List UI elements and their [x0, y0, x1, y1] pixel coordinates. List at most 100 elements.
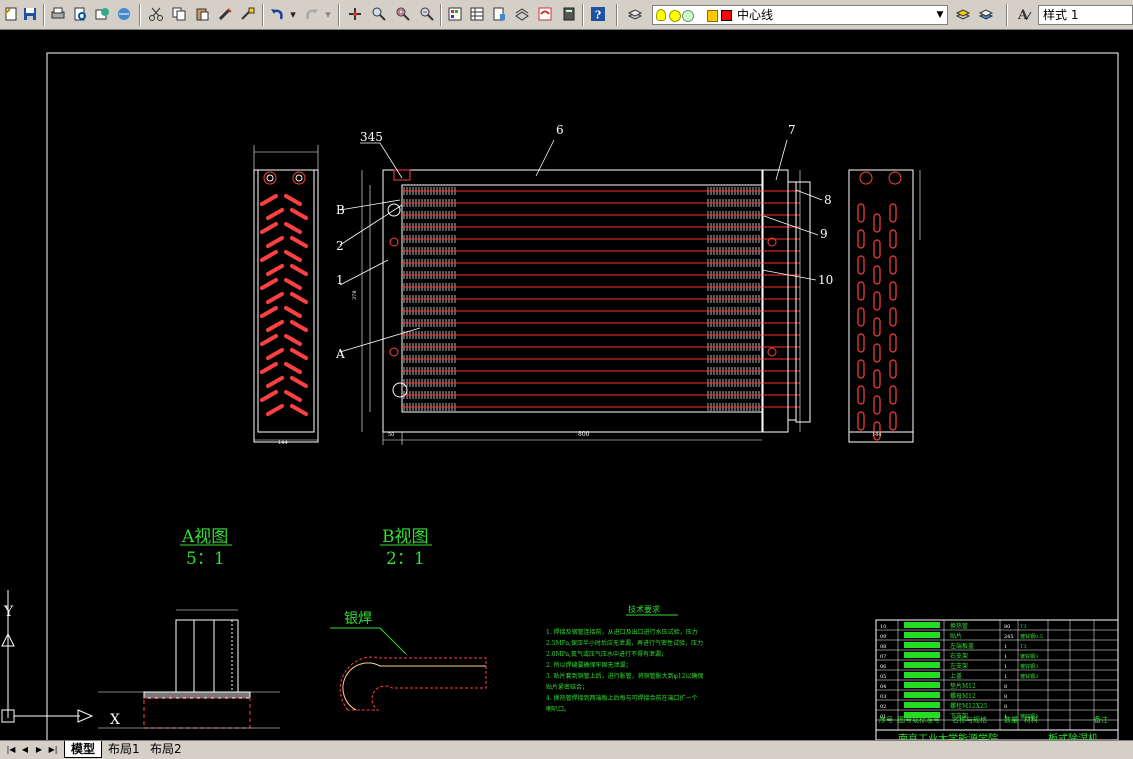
row-number: 02: [880, 704, 886, 710]
copy-icon[interactable]: [170, 5, 188, 23]
row-qty: 80: [1004, 624, 1010, 630]
toolbar-separator: [582, 4, 584, 26]
tool-palettes-icon[interactable]: [490, 5, 508, 23]
row-material: 镀锌钢0.5: [1020, 633, 1043, 640]
first-tab-icon[interactable]: |◀: [6, 745, 16, 754]
last-tab-icon[interactable]: ▶|: [48, 745, 58, 754]
help-icon[interactable]: ?: [589, 5, 607, 23]
row-fill: [904, 642, 940, 648]
slot: [857, 203, 865, 223]
zoom-realtime-icon[interactable]: [370, 5, 388, 23]
plot-icon[interactable]: [115, 5, 133, 23]
undo-icon[interactable]: [268, 5, 286, 23]
slot: [857, 333, 865, 353]
slot: [260, 390, 278, 402]
toolbar-separator: [338, 4, 340, 26]
undo-dropdown-icon[interactable]: ▾: [290, 7, 296, 21]
svg-text:A: A: [1017, 8, 1029, 22]
left-side-view: 144: [253, 145, 319, 446]
slot: [266, 348, 284, 360]
row-material: T3: [1020, 624, 1027, 630]
row-number: 05: [880, 674, 886, 680]
block-editor-icon[interactable]: [239, 5, 257, 23]
lightbulb-on-icon[interactable]: [656, 9, 666, 21]
weld-detail: 银焊: [330, 611, 487, 711]
slot: [284, 278, 302, 290]
callout-10: 10: [818, 273, 833, 287]
redo-icon[interactable]: [303, 5, 321, 23]
view-b-title: B视图: [382, 527, 429, 547]
slot: [857, 281, 865, 301]
row-fill: [904, 672, 940, 678]
slot: [260, 306, 278, 318]
markup-icon[interactable]: [536, 5, 554, 23]
row-fill: [904, 682, 940, 688]
zoom-window-icon[interactable]: [394, 5, 412, 23]
slot: [290, 348, 308, 360]
toolbar-separator: [43, 4, 45, 26]
tech-req-line: 2.5MPa,保压半小时后应无泄漏，再进行气密性试验，压力: [546, 639, 703, 647]
publish-icon[interactable]: [93, 5, 111, 23]
sheet-set-icon[interactable]: [513, 5, 531, 23]
redo-dropdown-icon[interactable]: ▾: [325, 7, 331, 21]
row-fill: [904, 652, 940, 658]
tab-layout1[interactable]: 布局1: [108, 742, 140, 756]
slot: [284, 194, 302, 206]
layer-previous-icon[interactable]: [977, 5, 995, 23]
calculator-icon[interactable]: [560, 5, 578, 23]
slot: [889, 281, 897, 301]
sun-freeze-icon[interactable]: [669, 10, 681, 22]
view-a-detail: [98, 609, 280, 729]
prev-tab-icon[interactable]: ◀: [21, 745, 29, 754]
row-fill: [904, 702, 940, 708]
slot: [266, 404, 284, 416]
row-number: 07: [880, 654, 886, 660]
slot: [873, 343, 881, 363]
model-space-canvas[interactable]: 144 800 50 378: [0, 30, 1133, 740]
tab-model[interactable]: 模型: [64, 741, 103, 758]
view-b-scale: 2：1: [386, 549, 425, 569]
header-cell: 图号或标准号: [898, 715, 940, 724]
text-style-dropdown[interactable]: 样式 1: [1038, 5, 1133, 25]
print-icon[interactable]: [49, 5, 67, 23]
pan-icon[interactable]: [346, 5, 364, 23]
row-number: 03: [880, 694, 886, 700]
match-properties-icon[interactable]: [216, 5, 234, 23]
chevron-down-icon[interactable]: ▼: [936, 10, 944, 20]
slot: [266, 236, 284, 248]
tab-layout2[interactable]: 布局2: [150, 742, 182, 756]
layer-manager-icon[interactable]: [626, 5, 644, 23]
print-preview-icon[interactable]: [71, 5, 89, 23]
save-icon[interactable]: [21, 5, 39, 23]
layer-dropdown[interactable]: 中心线 ▼: [652, 5, 948, 25]
make-object-layer-current-icon[interactable]: [954, 5, 972, 23]
slot: [266, 292, 284, 304]
dim-width: 800: [578, 431, 590, 438]
row-number: 10: [880, 624, 886, 630]
row-material: 镀锌钢3: [1020, 673, 1038, 680]
viewport-freeze-icon[interactable]: [682, 10, 694, 22]
dim-bottom-left: 144: [278, 440, 288, 446]
next-tab-icon[interactable]: ▶: [35, 745, 43, 754]
row-qty: 8: [1004, 684, 1007, 690]
slot: [284, 390, 302, 402]
text-style-icon[interactable]: A: [1016, 5, 1034, 23]
zoom-previous-icon[interactable]: [418, 5, 436, 23]
new-file-icon[interactable]: [2, 5, 20, 23]
row-number: 06: [880, 664, 886, 670]
cut-icon[interactable]: [147, 5, 165, 23]
design-center-icon[interactable]: [468, 5, 486, 23]
ucs-x-label: X: [110, 712, 120, 728]
callout-6: 6: [556, 123, 564, 137]
front-view: 800 50 378: [352, 169, 811, 445]
slot: [889, 255, 897, 275]
row-qty: 8: [1004, 704, 1007, 710]
lock-icon[interactable]: [707, 10, 718, 22]
slot: [290, 320, 308, 332]
paste-icon[interactable]: [193, 5, 211, 23]
slot: [284, 306, 302, 318]
header-cell: 材料: [1024, 715, 1038, 724]
slot: [889, 385, 897, 405]
properties-icon[interactable]: [446, 5, 464, 23]
